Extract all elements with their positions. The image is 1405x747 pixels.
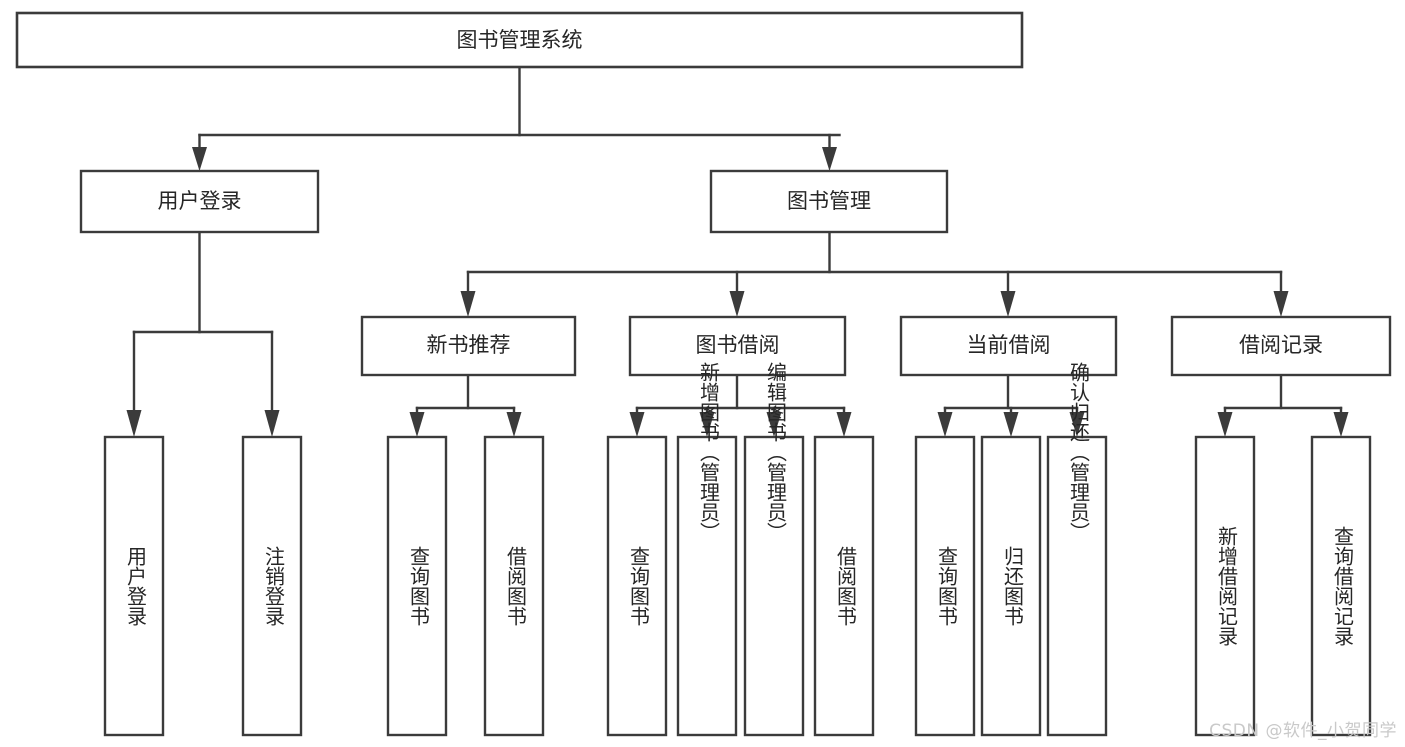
node-book-borrow-box[interactable] bbox=[628, 315, 847, 377]
leaf-add-book-box[interactable] bbox=[676, 435, 738, 737]
leaf-nodes-layer: 用户登录 注销登录 查询图书 借阅图书 查询图书 bbox=[103, 362, 1372, 737]
leaf-user-login-box[interactable] bbox=[103, 435, 165, 737]
leaf-node[interactable]: 查询图书 bbox=[386, 435, 448, 737]
leaf-confirm-return-box[interactable] bbox=[1046, 435, 1108, 737]
leaf-user-login-label: 用户登录 bbox=[124, 546, 148, 626]
node-current-borrow-box[interactable] bbox=[899, 315, 1118, 377]
leaf-node[interactable]: 新增图书（管理员） bbox=[676, 362, 738, 737]
arrow-head-leaf-query-book-cur bbox=[937, 412, 953, 437]
leaf-query-book-cur-box[interactable] bbox=[914, 435, 976, 737]
node-book-borrow-label: 图书借阅 bbox=[696, 333, 780, 357]
node-current-borrow[interactable]: 当前借阅 bbox=[899, 315, 1118, 377]
connectors-layer bbox=[126, 65, 1349, 437]
leaf-add-book-label: 新增图书（管理员） bbox=[697, 362, 721, 542]
node-user-login[interactable]: 用户登录 bbox=[79, 169, 320, 234]
node-root-label: 图书管理系统 bbox=[457, 28, 583, 52]
leaf-node[interactable]: 归还图书 bbox=[980, 435, 1042, 737]
arrow-head-leaf-add-record bbox=[1217, 412, 1233, 437]
leaf-query-record-label: 查询借阅记录 bbox=[1331, 526, 1355, 646]
leaf-return-book-label: 归还图书 bbox=[1001, 546, 1025, 626]
leaf-node[interactable]: 确认归还（管理员） bbox=[1046, 362, 1108, 737]
arrow-head-leaf-query-book-brw bbox=[629, 412, 645, 437]
leaf-node[interactable]: 查询图书 bbox=[914, 435, 976, 737]
arrow-head-leaf-return-book bbox=[1003, 412, 1019, 437]
arrow-head-leaf-logout bbox=[264, 410, 280, 437]
leaf-borrow-book-brw-box[interactable] bbox=[813, 435, 875, 737]
leaf-node[interactable]: 查询图书 bbox=[606, 435, 668, 737]
node-new-book-rec-box[interactable] bbox=[360, 315, 577, 377]
leaf-return-book-box[interactable] bbox=[980, 435, 1042, 737]
arrow-head-leaf-confirm-return bbox=[1069, 412, 1085, 437]
arrow-head-new-book-rec bbox=[460, 291, 476, 317]
leaf-query-book-brw-box[interactable] bbox=[606, 435, 668, 737]
node-book-borrow[interactable]: 图书借阅 bbox=[628, 315, 847, 377]
leaf-query-book-cur-label: 查询图书 bbox=[935, 546, 959, 626]
arrow-head-book-borrow bbox=[729, 291, 745, 317]
leaf-node[interactable]: 查询借阅记录 bbox=[1310, 435, 1372, 737]
leaf-query-record-box[interactable] bbox=[1310, 435, 1372, 737]
node-root-box[interactable] bbox=[15, 11, 1024, 69]
node-borrow-record-label: 借阅记录 bbox=[1239, 333, 1323, 357]
node-user-login-label: 用户登录 bbox=[158, 189, 242, 213]
node-new-book-rec[interactable]: 新书推荐 bbox=[360, 315, 577, 377]
node-root[interactable]: 图书管理系统 bbox=[15, 11, 1024, 69]
node-book-manage[interactable]: 图书管理 bbox=[709, 169, 949, 234]
nodes-layer: 图书管理系统 用户登录 图书管理 新书推荐 图书借阅 bbox=[15, 11, 1392, 737]
arrow-head-leaf-borrow-book-brw bbox=[836, 412, 852, 437]
leaf-node[interactable]: 编辑图书（管理员） bbox=[743, 362, 805, 737]
leaf-borrow-book-new-label: 借阅图书 bbox=[504, 546, 528, 626]
leaf-borrow-book-new-box[interactable] bbox=[483, 435, 545, 737]
leaf-logout-label: 注销登录 bbox=[262, 546, 286, 626]
leaf-node[interactable]: 用户登录 bbox=[103, 435, 165, 737]
leaf-edit-book-box[interactable] bbox=[743, 435, 805, 737]
leaf-query-book-new-box[interactable] bbox=[386, 435, 448, 737]
leaf-borrow-book-brw-label: 借阅图书 bbox=[834, 546, 858, 626]
leaf-logout-box[interactable] bbox=[241, 435, 303, 737]
node-user-login-box[interactable] bbox=[79, 169, 320, 234]
arrow-head-leaf-query-record bbox=[1333, 412, 1349, 437]
arrow-head-book-manage bbox=[822, 147, 837, 171]
node-book-manage-box[interactable] bbox=[709, 169, 949, 234]
node-borrow-record[interactable]: 借阅记录 bbox=[1170, 315, 1392, 377]
node-book-manage-label: 图书管理 bbox=[787, 189, 871, 213]
leaf-query-book-brw-label: 查询图书 bbox=[627, 546, 651, 626]
leaf-edit-book-label: 编辑图书（管理员） bbox=[764, 362, 788, 542]
arrow-head-leaf-user-login bbox=[126, 410, 142, 437]
node-new-book-rec-label: 新书推荐 bbox=[427, 333, 511, 357]
leaf-confirm-return-label: 确认归还（管理员） bbox=[1067, 362, 1091, 542]
leaf-node[interactable]: 注销登录 bbox=[241, 435, 303, 737]
node-borrow-record-box[interactable] bbox=[1170, 315, 1392, 377]
leaf-node[interactable]: 新增借阅记录 bbox=[1194, 435, 1256, 737]
leaf-query-book-new-label: 查询图书 bbox=[407, 546, 431, 626]
arrow-head-leaf-edit-book bbox=[766, 412, 782, 437]
arrow-head-leaf-borrow-book-new bbox=[506, 412, 522, 437]
node-current-borrow-label: 当前借阅 bbox=[967, 333, 1051, 357]
arrow-head-borrow-record bbox=[1273, 291, 1289, 317]
leaf-node[interactable]: 借阅图书 bbox=[813, 435, 875, 737]
leaf-node[interactable]: 借阅图书 bbox=[483, 435, 545, 737]
arrow-head-user-login bbox=[192, 147, 207, 171]
leaf-add-record-box[interactable] bbox=[1194, 435, 1256, 737]
arrow-head-current-borrow bbox=[1000, 291, 1016, 317]
arrow-head-leaf-add-book bbox=[699, 412, 715, 437]
leaf-add-record-label: 新增借阅记录 bbox=[1215, 526, 1239, 646]
arrow-head-leaf-query-book-new bbox=[409, 412, 425, 437]
